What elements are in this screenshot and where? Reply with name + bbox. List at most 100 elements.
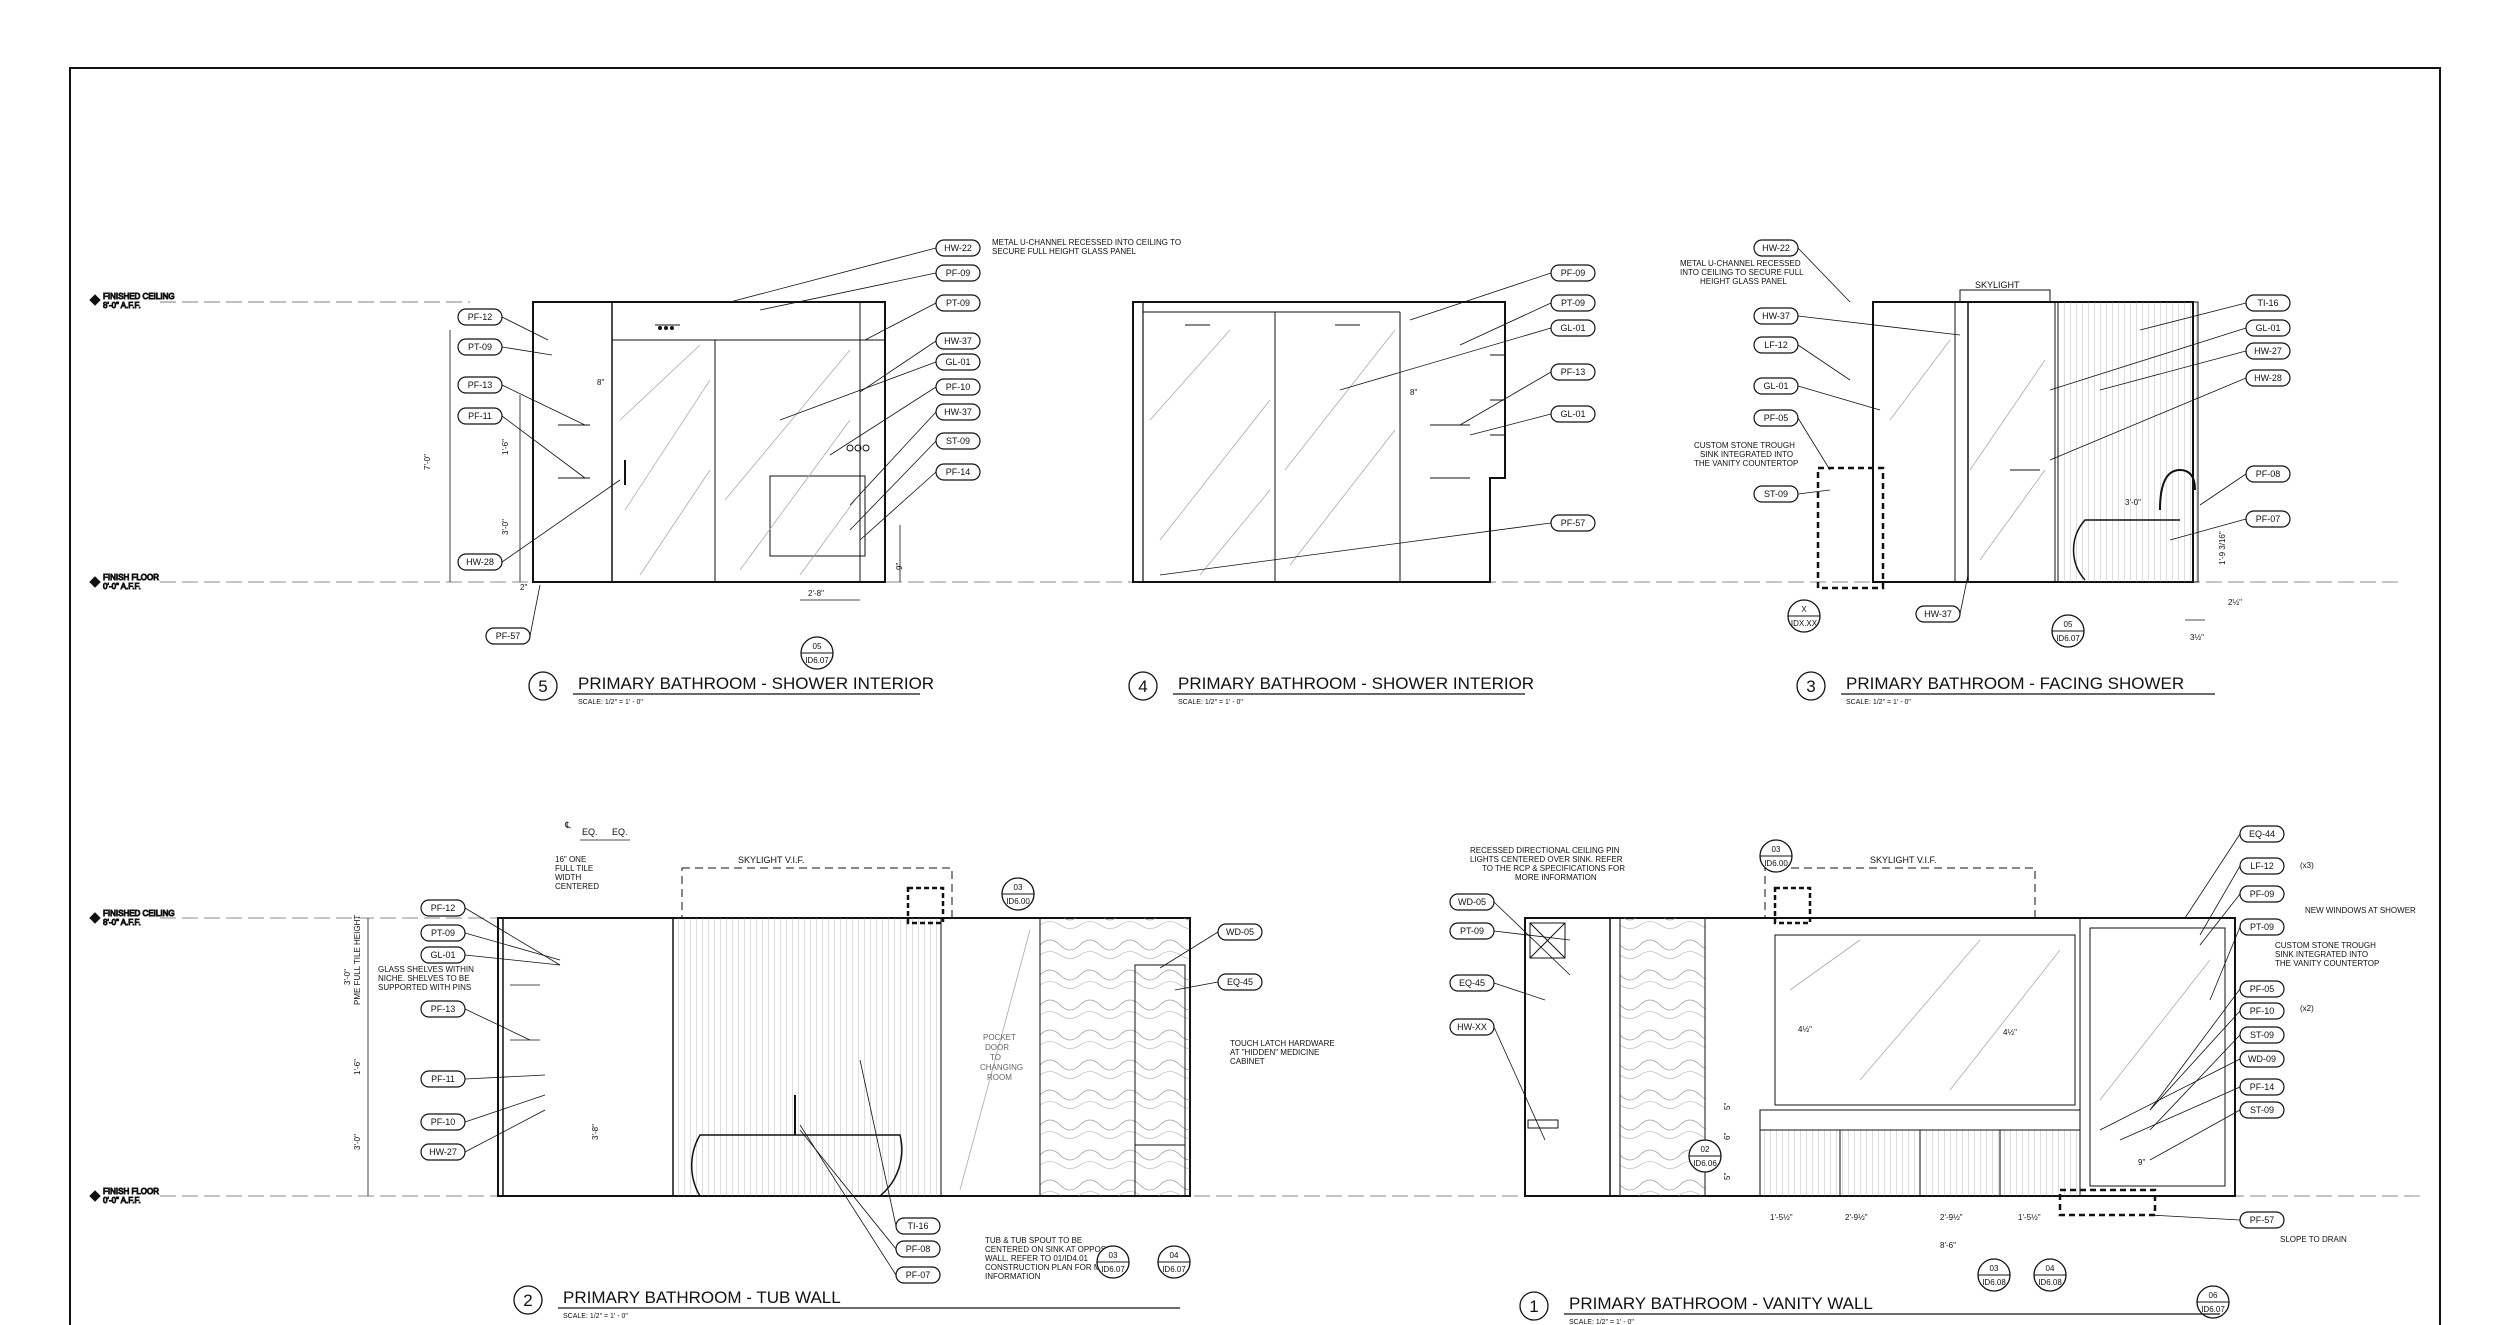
material-tag: GL-01 bbox=[1753, 377, 1881, 411]
dim-text: 1'-5½" bbox=[2018, 1213, 2041, 1222]
qty-note: (x3) bbox=[2300, 861, 2314, 870]
elevation-view-3 bbox=[1816, 289, 2205, 621]
recessed-note-line: RECESSED DIRECTIONAL CEILING PIN bbox=[1470, 846, 1620, 855]
material-tag: PF-13 bbox=[457, 376, 586, 426]
reference-sheet: ID6.08 bbox=[2038, 1278, 2062, 1287]
material-tag: PF-09 bbox=[2199, 885, 2285, 946]
material-tag: HW-37 bbox=[1915, 574, 1969, 623]
dim-text: 8" bbox=[1410, 388, 1417, 397]
trough-note-line: CUSTOM STONE TROUGH bbox=[1694, 441, 1795, 450]
material-tag: WD-05 bbox=[1159, 923, 1263, 969]
view-scale: SCALE: 1/2" = 1' - 0" bbox=[578, 699, 643, 706]
trough-note-line: THE VANITY COUNTERTOP bbox=[1694, 459, 1798, 468]
material-tag: PF-10 bbox=[2149, 1002, 2285, 1111]
material-tag-label: EQ-45 bbox=[1227, 977, 1253, 987]
dim-text: 3'-0" bbox=[353, 1134, 362, 1150]
material-tag: PF-57 bbox=[485, 584, 541, 645]
view-title-text: PRIMARY BATHROOM - VANITY WALL bbox=[1569, 1294, 1873, 1313]
recessed-note-line: TO THE RCP & SPECIFICATIONS FOR bbox=[1482, 864, 1625, 873]
material-tag-label: PT-09 bbox=[2250, 922, 2274, 932]
tub-note-line: INFORMATION bbox=[985, 1272, 1041, 1281]
material-tag-label: PF-10 bbox=[431, 1117, 456, 1127]
material-tag-label: PF-08 bbox=[906, 1244, 931, 1254]
dim-text: 4½" bbox=[2003, 1028, 2017, 1037]
material-tag: PF-10 bbox=[420, 1094, 546, 1131]
material-tag-label: PF-07 bbox=[2256, 514, 2281, 524]
reference-number: X bbox=[1801, 605, 1807, 614]
material-tag-label: HW-22 bbox=[1762, 243, 1790, 253]
level-ceiling-label: FINISHED CEILING bbox=[103, 292, 175, 301]
reference-number: 03 bbox=[1772, 845, 1781, 854]
dim-text: 3'-0" bbox=[343, 969, 352, 985]
reference-number: 04 bbox=[1170, 1251, 1179, 1260]
tile-note-line: FULL TILE bbox=[555, 864, 593, 873]
level-ceiling-value: 8'-0" A.F.F. bbox=[103, 301, 141, 310]
slope-note: SLOPE TO DRAIN bbox=[2280, 1235, 2347, 1244]
elevation-view-1 bbox=[1524, 867, 2236, 1217]
material-tag-label: PF-12 bbox=[468, 312, 493, 322]
dim-text: 3'-8" bbox=[591, 1124, 600, 1140]
level-floor-top: FINISH FLOOR 0'-0" A.F.F. bbox=[89, 573, 2400, 592]
level-ceiling-value-2: 8'-0" A.F.F. bbox=[103, 918, 141, 927]
material-tag-label: PT-09 bbox=[946, 298, 970, 308]
elevation-view-4 bbox=[1132, 301, 1506, 583]
material-tag-label: GL-01 bbox=[1763, 381, 1788, 391]
tile-note-line: WIDTH bbox=[555, 873, 581, 882]
view-5-3-notes: METAL U-CHANNEL RECESSED INTO CEILING TO… bbox=[992, 238, 1804, 468]
material-tag: ST-09 bbox=[849, 432, 981, 531]
view-number: 2 bbox=[523, 1291, 532, 1310]
touch-note-line: CABINET bbox=[1230, 1057, 1265, 1066]
material-tag: HW-28 bbox=[457, 479, 621, 571]
trough-note-line: THE VANITY COUNTERTOP bbox=[2275, 959, 2379, 968]
material-tag-label: HW-XX bbox=[1457, 1022, 1487, 1032]
skylight-vif-label: SKYLIGHT V.I.F. bbox=[738, 855, 805, 865]
recessed-note-line: LIGHTS CENTERED OVER SINK. REFER bbox=[1470, 855, 1623, 864]
material-tag: PT-09 bbox=[1459, 294, 1596, 346]
tub-note-line: TUB & TUB SPOUT TO BE bbox=[985, 1236, 1082, 1245]
dim-text: 2½" bbox=[2228, 598, 2242, 607]
material-tag: ST-09 bbox=[2149, 1101, 2285, 1161]
dim-text: 2'-8" bbox=[808, 589, 824, 598]
material-tag-label: PT-09 bbox=[431, 928, 455, 938]
material-tag: GL-01 bbox=[420, 946, 561, 966]
view-number: 3 bbox=[1806, 677, 1815, 696]
material-tag: LF-12 bbox=[1753, 336, 1851, 381]
level-floor-value-2: 0'-0" A.F.F. bbox=[103, 1196, 141, 1205]
material-tag: PF-07 bbox=[2169, 510, 2291, 541]
material-tag-label: GL-01 bbox=[1560, 323, 1585, 333]
dim-text: 2" bbox=[520, 583, 527, 592]
material-tag: PF-05 bbox=[1753, 409, 1831, 471]
material-tag-label: PT-09 bbox=[1561, 298, 1585, 308]
dim-text: 5" bbox=[1723, 1103, 1732, 1110]
level-floor-label-2: FINISH FLOOR bbox=[103, 1187, 159, 1196]
material-tag: PF-07 bbox=[799, 1124, 941, 1284]
material-tag-label: GL-01 bbox=[1560, 409, 1585, 419]
dim-text: 9" bbox=[2138, 1158, 2145, 1167]
tile-height-label: PME FULL TILE HEIGHT bbox=[353, 915, 362, 1005]
dim-text: 3'-0" bbox=[2125, 498, 2141, 507]
material-tag-label: PF-14 bbox=[2250, 1082, 2275, 1092]
material-tag-label: EQ-44 bbox=[2249, 829, 2275, 839]
dim-text: 3'-0" bbox=[501, 519, 510, 535]
material-tag: GL-01 bbox=[1339, 319, 1596, 391]
level-ceiling-top: FINISHED CEILING 8'-0" A.F.F. bbox=[89, 292, 470, 311]
shower-head-icon bbox=[655, 324, 680, 330]
material-tag: HW-22 bbox=[1753, 239, 1851, 303]
material-tag-label: PF-13 bbox=[468, 380, 493, 390]
pocket-note-line: CHANGING bbox=[980, 1063, 1023, 1072]
material-tag: GL-01 bbox=[1469, 405, 1596, 436]
material-tag-label: PF-09 bbox=[2250, 889, 2275, 899]
centerline-icon: ℄ bbox=[564, 820, 571, 830]
view-scale: SCALE: 1/2" = 1' - 0" bbox=[563, 1313, 628, 1320]
reference-sheet: ID6.07 bbox=[2201, 1305, 2225, 1314]
material-tag-label: HW-27 bbox=[2254, 346, 2282, 356]
material-tag: PT-09 bbox=[457, 338, 553, 356]
material-tag: TI-16 bbox=[2139, 294, 2291, 331]
